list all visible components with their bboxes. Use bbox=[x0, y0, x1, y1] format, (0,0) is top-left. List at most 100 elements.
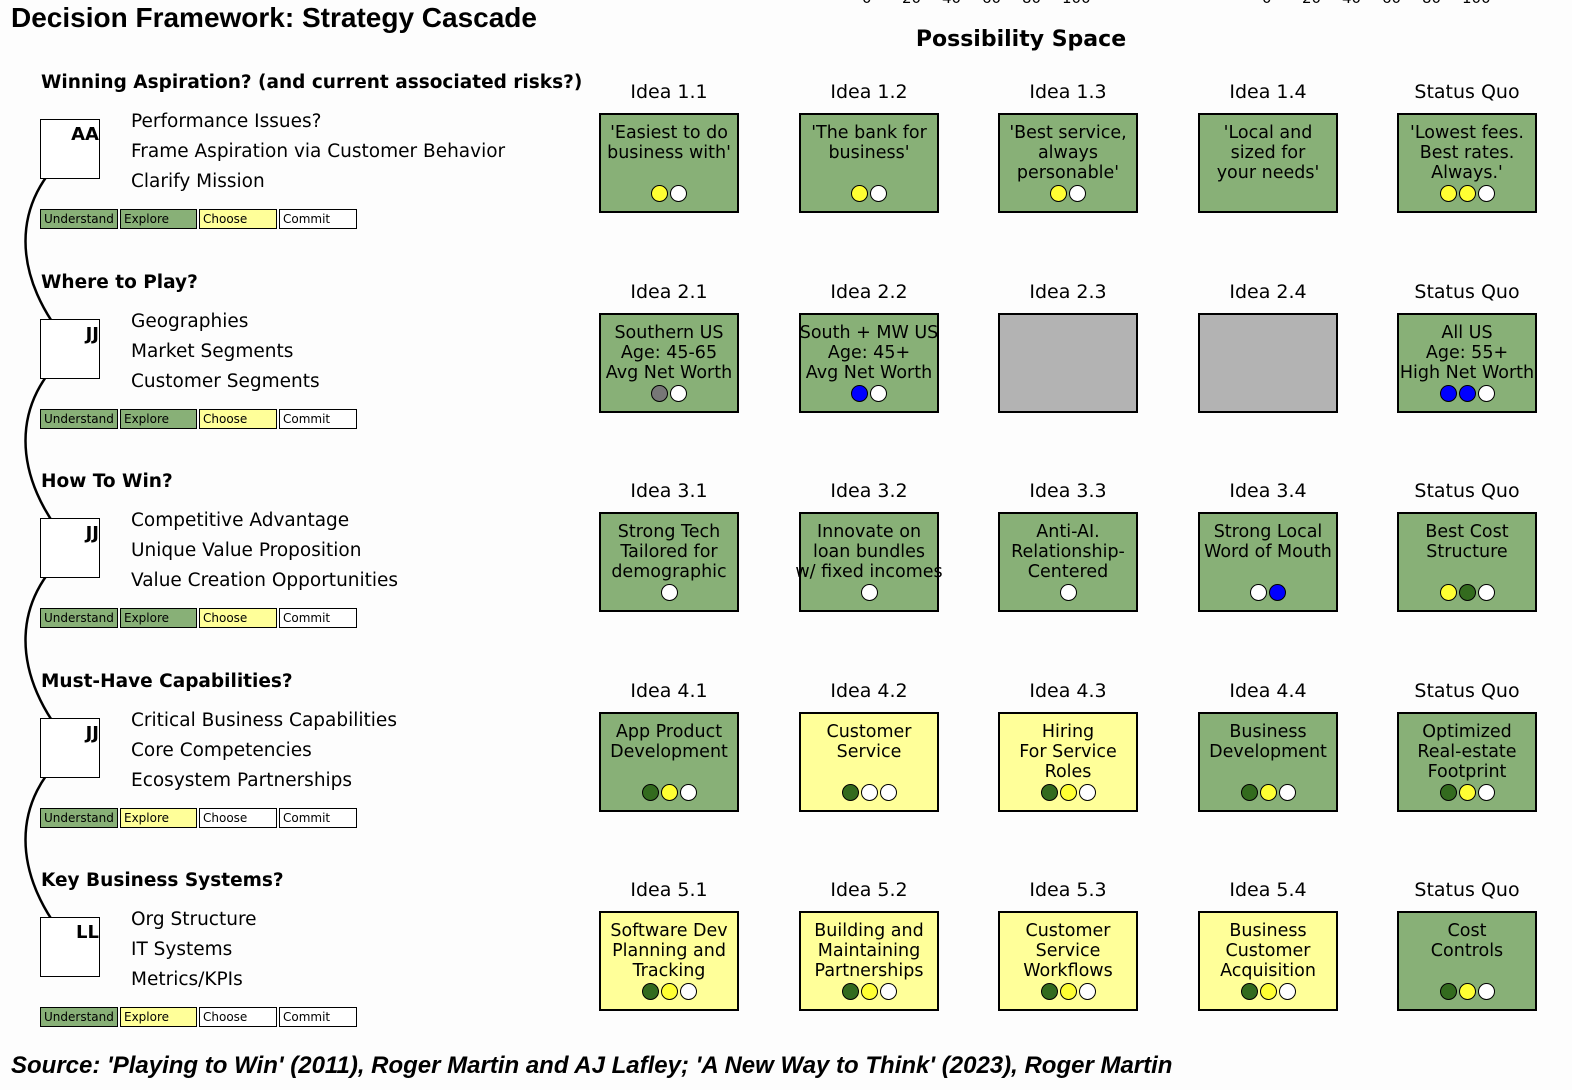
section-item: Clarify Mission bbox=[131, 171, 265, 192]
idea-card-text: Innovate on loan bundles w/ fixed income… bbox=[795, 522, 943, 582]
idea-card-text: 'Local and sized for your needs' bbox=[1216, 123, 1320, 183]
idea-card[interactable]: Anti-AI. Relationship- Centered bbox=[998, 512, 1138, 612]
section-item: Geographies bbox=[131, 310, 249, 332]
idea-label: Idea 2.2 bbox=[830, 280, 908, 303]
rating-dot-white bbox=[870, 384, 887, 402]
stage-understand[interactable]: Understand bbox=[40, 1007, 118, 1027]
owner-initials: JJ bbox=[85, 523, 99, 544]
rating-dots bbox=[601, 384, 737, 402]
stage-commit[interactable]: Commit bbox=[279, 608, 357, 628]
stage-explore[interactable]: Explore bbox=[120, 1007, 197, 1027]
idea-card-text: Optimized Real-estate Footprint bbox=[1417, 721, 1517, 782]
owner-initials: JJ bbox=[85, 722, 99, 744]
idea-card[interactable]: 'Best service, always personable' bbox=[998, 113, 1138, 213]
rating-dot-green bbox=[1040, 783, 1058, 801]
idea-card[interactable]: 'The bank for business' bbox=[799, 113, 939, 213]
idea-label: Idea 4.2 bbox=[830, 679, 908, 702]
stage-commit[interactable]: Commit bbox=[279, 807, 357, 828]
idea-card[interactable]: 'Easiest to do business with' bbox=[599, 113, 739, 213]
stage-understand[interactable]: Understand bbox=[40, 209, 118, 229]
scale-tick: 40 bbox=[1342, 0, 1361, 7]
stage-choose[interactable]: Choose bbox=[199, 1007, 277, 1027]
stage-choose[interactable]: Choose bbox=[199, 209, 277, 229]
idea-card[interactable]: Southern US Age: 45-65 Avg Net Worth bbox=[599, 312, 739, 413]
stage-understand[interactable]: Understand bbox=[40, 608, 118, 628]
owner-box: JJ bbox=[40, 318, 100, 379]
idea-card[interactable] bbox=[1198, 312, 1338, 413]
rating-dots bbox=[1399, 983, 1535, 1000]
stage-explore[interactable]: Explore bbox=[120, 807, 197, 828]
scale-tick: 40 bbox=[942, 0, 961, 7]
section-item: IT Systems bbox=[131, 939, 233, 960]
idea-card[interactable]: Strong Tech Tailored for demographic bbox=[599, 512, 739, 612]
idea-card[interactable]: Optimized Real-estate Footprint bbox=[1397, 711, 1537, 812]
idea-card[interactable]: Innovate on loan bundles w/ fixed income… bbox=[795, 512, 943, 612]
idea-card[interactable]: Hiring For Service Roles bbox=[998, 711, 1138, 812]
idea-label: Idea 1.4 bbox=[1229, 81, 1307, 103]
idea-label: Idea 5.1 bbox=[630, 879, 708, 901]
scale-tick: 100 bbox=[1062, 0, 1091, 7]
stage-choose[interactable]: Choose bbox=[199, 408, 277, 429]
source-footer: Source: 'Playing to Win' (2011), Roger M… bbox=[11, 1052, 1173, 1079]
rating-dot-white bbox=[1477, 185, 1495, 202]
idea-label: Idea 4.3 bbox=[1029, 679, 1107, 702]
idea-card[interactable]: Best Cost Structure bbox=[1397, 512, 1537, 612]
idea-card[interactable]: South + MW US Age: 45+ Avg Net Worth bbox=[799, 312, 939, 413]
rating-dot-yellow bbox=[1259, 783, 1277, 801]
idea-card[interactable]: Business Customer Acquisition bbox=[1198, 911, 1338, 1011]
stage-explore[interactable]: Explore bbox=[120, 209, 197, 229]
idea-card[interactable] bbox=[998, 312, 1138, 413]
stage-explore[interactable]: Explore bbox=[120, 408, 197, 429]
stage-choose[interactable]: Choose bbox=[199, 807, 277, 828]
section-item: Competitive Advantage bbox=[131, 510, 350, 531]
stage-explore[interactable]: Explore bbox=[120, 608, 197, 628]
idea-label: Idea 1.3 bbox=[1029, 81, 1107, 103]
rating-dots bbox=[1000, 783, 1136, 801]
rating-dot-green bbox=[1040, 983, 1058, 1000]
owner-initials: AA bbox=[71, 124, 99, 145]
idea-card[interactable]: 'Lowest fees. Best rates. Always.' bbox=[1397, 113, 1537, 213]
stage-understand[interactable]: Understand bbox=[40, 807, 118, 828]
section-item: Frame Aspiration via Customer Behavior bbox=[131, 141, 506, 162]
idea-label: Idea 3.3 bbox=[1029, 480, 1107, 502]
stage-commit[interactable]: Commit bbox=[279, 408, 357, 429]
idea-label: Idea 4.1 bbox=[630, 679, 708, 702]
rating-dot-yellow bbox=[1458, 185, 1476, 202]
rating-dot-green bbox=[1240, 983, 1258, 1000]
idea-card[interactable]: All US Age: 55+ High Net Worth bbox=[1397, 312, 1537, 413]
rating-dots bbox=[801, 983, 937, 1000]
idea-card[interactable]: Cost Controls bbox=[1397, 911, 1537, 1011]
rating-dot-white bbox=[679, 783, 697, 801]
idea-card-text: Building and Maintaining Partnerships bbox=[814, 921, 924, 981]
idea-card[interactable]: Software Dev Planning and Tracking bbox=[599, 911, 739, 1011]
rating-dot-yellow bbox=[1059, 983, 1077, 1000]
rating-dot-blue bbox=[1269, 584, 1286, 601]
idea-card[interactable]: 'Local and sized for your needs' bbox=[1198, 113, 1338, 213]
idea-card[interactable]: App Product Development bbox=[599, 711, 739, 812]
idea-card-text: Best Cost Structure bbox=[1425, 522, 1509, 562]
rating-dots bbox=[1200, 783, 1336, 801]
rating-dot-yellow bbox=[1458, 983, 1476, 1000]
idea-label: Idea 4.4 bbox=[1229, 679, 1307, 702]
rating-dot-yellow bbox=[1458, 783, 1476, 801]
idea-card[interactable]: Customer Service Workflows bbox=[998, 911, 1138, 1011]
section-item: Core Competencies bbox=[131, 739, 312, 761]
stage-understand[interactable]: Understand bbox=[40, 408, 118, 429]
stage-choose[interactable]: Choose bbox=[199, 608, 277, 628]
stage-commit[interactable]: Commit bbox=[279, 1007, 357, 1027]
section-item: Org Structure bbox=[131, 909, 257, 930]
stage-commit[interactable]: Commit bbox=[279, 209, 357, 229]
idea-label: Idea 1.1 bbox=[630, 81, 708, 103]
idea-card[interactable]: Strong Local Word of Mouth bbox=[1198, 512, 1338, 612]
idea-card-text: Software Dev Planning and Tracking bbox=[610, 921, 728, 981]
idea-card-text: 'Lowest fees. Best rates. Always.' bbox=[1410, 123, 1524, 183]
rating-dot-yellow bbox=[660, 783, 678, 801]
rating-dot-white bbox=[1278, 783, 1296, 801]
idea-card[interactable]: Building and Maintaining Partnerships bbox=[799, 911, 939, 1011]
idea-card[interactable]: Business Development bbox=[1198, 711, 1338, 812]
rating-dot-white bbox=[1069, 185, 1086, 202]
section-item: Ecosystem Partnerships bbox=[131, 769, 353, 791]
idea-card[interactable]: Customer Service bbox=[799, 711, 939, 812]
idea-label: Idea 3.4 bbox=[1229, 480, 1307, 502]
idea-card-text: 'The bank for business' bbox=[811, 123, 927, 163]
